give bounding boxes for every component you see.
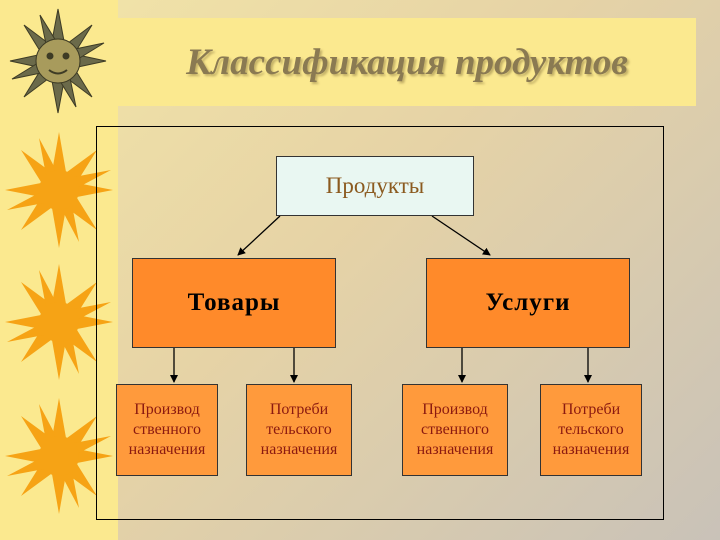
sun-face-icon xyxy=(9,8,107,114)
sun-icon xyxy=(5,398,113,514)
leaf-node-goods-industrial: Производ ственного назначения xyxy=(116,384,218,476)
leaf-node-label: Производ ственного назначения xyxy=(416,401,494,458)
branch-node-label: Товары xyxy=(187,289,281,316)
leaf-node-label: Потреби тельского назначения xyxy=(260,401,338,458)
arrow-root-to-goods xyxy=(237,215,281,256)
slide-title: Классификация продуктов xyxy=(186,41,628,83)
root-node-label: Продукты xyxy=(325,173,425,198)
sun-icon xyxy=(5,132,113,248)
title-bar: Классификация продуктов xyxy=(118,18,696,106)
branch-node-label: Услуги xyxy=(485,289,571,316)
diagram-frame xyxy=(96,126,664,520)
leaf-node-label: Потреби тельского назначения xyxy=(552,401,630,458)
branch-node-goods: Товары xyxy=(132,258,336,348)
arrow-root-to-services xyxy=(431,215,491,256)
leaf-node-label: Производ ственного назначения xyxy=(128,401,206,458)
branch-node-services: Услуги xyxy=(426,258,630,348)
leaf-node-services-industrial: Производ ственного назначения xyxy=(402,384,508,476)
root-node-products: Продукты xyxy=(276,156,474,216)
leaf-node-goods-consumer: Потреби тельского назначения xyxy=(246,384,352,476)
leaf-node-services-consumer: Потреби тельского назначения xyxy=(540,384,642,476)
sun-icon xyxy=(5,264,113,380)
